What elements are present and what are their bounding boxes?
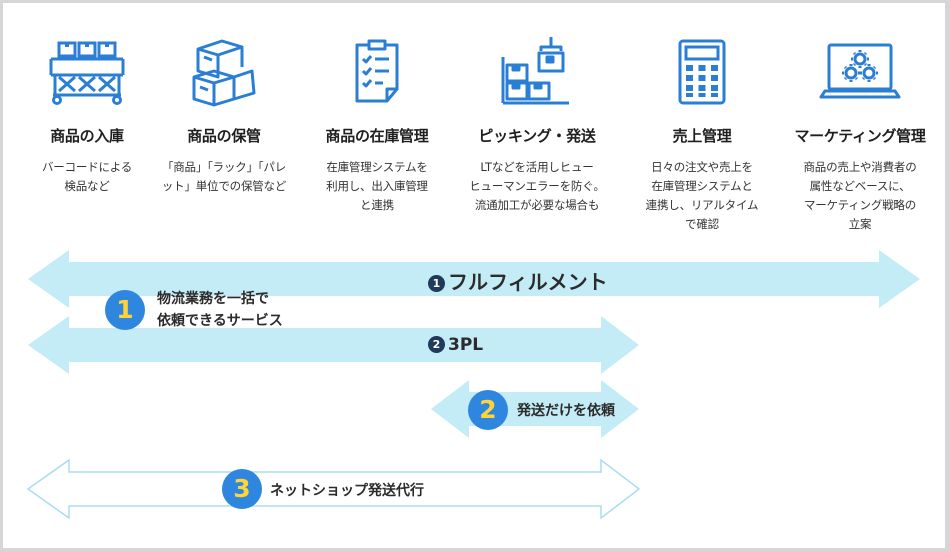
step-picking: ピッキング・発送 LTなどを活用しヒュー ヒューマンエラーを防ぐ。 流通加工が必… <box>459 37 615 215</box>
clipboard-checklist-icon <box>355 39 399 103</box>
netshop-label: ネットショップ発送代行 <box>270 483 424 499</box>
shipping-only-label: 発送だけを依頼 <box>517 403 615 419</box>
step-title: 売上管理 <box>672 127 732 145</box>
step-title: 商品の在庫管理 <box>325 127 429 145</box>
step-description: 商品の売上や消費者の 属性などベースに、 マーケティング戦略の 立案 <box>803 160 917 231</box>
service-scope-arrows <box>26 250 920 520</box>
step-storage: 商品の保管 「商品」「ラック」「パレ ット」単位での保管など <box>146 37 302 196</box>
step-description: バーコードによる 検品など <box>41 160 133 193</box>
threepl-arrow <box>28 316 639 374</box>
step-inbound: 商品の入庫 バーコードによる 検品など <box>9 37 165 196</box>
step-title: 商品の入庫 <box>50 127 124 145</box>
badge-one-text: 物流業務を一括で 依頼できるサービス <box>157 291 283 329</box>
badge-two: 2 <box>468 390 508 430</box>
calculator-icon <box>678 39 726 105</box>
laptop-gears-icon <box>819 43 901 99</box>
crane-boxes-icon <box>501 37 569 105</box>
netshop-arrow <box>26 458 641 520</box>
step-title: マーケティング管理 <box>794 127 926 145</box>
step-description: 在庫管理システムを 利用し、出入庫管理 と連携 <box>326 160 428 212</box>
step-title: 商品の保管 <box>187 127 261 145</box>
diagram-canvas: 商品の入庫 バーコードによる 検品など 商品の保管 「商品」「ラック」「パレ ッ… <box>3 3 945 548</box>
number-marker: 2 <box>428 336 445 353</box>
fulfillment-arrow <box>28 250 920 308</box>
number-marker: 1 <box>428 275 445 292</box>
step-marketing: マーケティング管理 商品の売上や消費者の 属性などベースに、 マーケティング戦略… <box>782 37 938 234</box>
inbound-rack-icon <box>49 41 125 105</box>
step-title: ピッキング・発送 <box>478 127 596 145</box>
stacked-boxes-icon <box>192 39 256 107</box>
step-inventory: 商品の在庫管理 在庫管理システムを 利用し、出入庫管理 と連携 <box>299 37 455 215</box>
step-description: 日々の注文や売上を 在庫管理システムと 連携し、リアルタイム で確認 <box>645 160 759 231</box>
step-description: LTなどを活用しヒュー ヒューマンエラーを防ぐ。 流通加工が必要な場合も <box>469 160 605 212</box>
badge-one: 1 <box>105 290 145 330</box>
step-sales: 売上管理 日々の注文や売上を 在庫管理システムと 連携し、リアルタイム で確認 <box>624 37 780 234</box>
step-description: 「商品」「ラック」「パレ ット」単位での保管など <box>161 160 287 193</box>
badge-three: 3 <box>222 469 262 509</box>
